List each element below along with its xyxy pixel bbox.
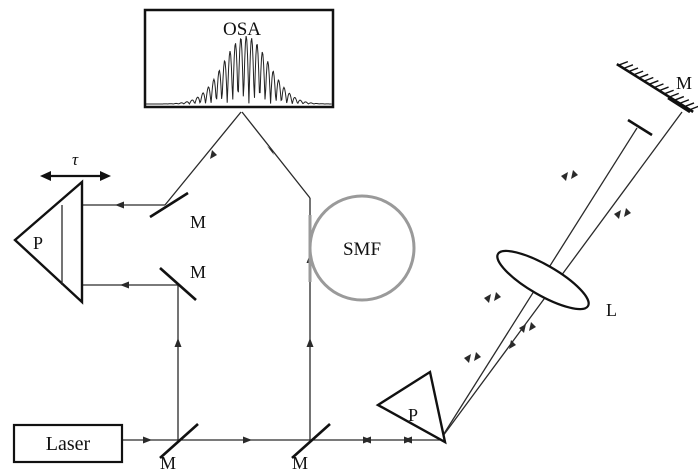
mirrors: M M M M: [149, 191, 331, 473]
arrow-stretcher-2: [561, 172, 568, 181]
arrow-stretcher-11: [509, 340, 516, 349]
mirror-mid-left: [159, 267, 197, 301]
slit-right: [667, 96, 691, 114]
left-prism-group: P τ: [13, 150, 111, 305]
lens-label: L: [606, 300, 617, 320]
bottom-prism-group: P: [375, 370, 447, 445]
beam-to-osa-left: [164, 111, 242, 206]
lens: [496, 249, 590, 311]
left-prism: [13, 179, 84, 305]
arrow-to-osa-right: [267, 146, 274, 155]
arrow-from-prism: [115, 201, 124, 209]
arrow-left-up: [174, 338, 182, 347]
smf-fiber: SMF: [308, 194, 416, 302]
arrow-to-prism: [120, 281, 129, 289]
mirror-bottom-left: [159, 423, 199, 459]
laser-label: Laser: [46, 433, 91, 455]
arrow-mid-up: [306, 338, 314, 347]
arrow-stretcher-7: [529, 322, 536, 331]
tau-label: τ: [72, 150, 79, 169]
arrow-stretcher-1: [571, 170, 578, 179]
osa-instrument: OSA: [143, 8, 335, 109]
arrow-main-2: [243, 436, 252, 444]
top-right-mirror: [616, 60, 698, 113]
mirror-top-right-label: M: [676, 73, 692, 93]
mirror-bottom-mid: [291, 423, 331, 459]
osa-spectrum-trace: [146, 36, 332, 105]
slit-left: [627, 118, 653, 137]
laser-box: [12, 423, 124, 464]
arrow-main-fwd-3: [404, 436, 413, 444]
tau-arrow-left-head: [40, 171, 51, 181]
mirror-mid-left-label: M: [190, 262, 206, 282]
arrow-main-1: [143, 436, 152, 444]
beam-paths: [61, 111, 683, 441]
arrow-stretcher-5: [494, 292, 501, 301]
mirror-bottom-mid-label: M: [292, 453, 308, 473]
bottom-prism: [375, 370, 447, 445]
mirror-upper-left-label: M: [190, 212, 206, 232]
mirror-upper-left: [149, 191, 189, 219]
arrow-main-fwd-2: [363, 436, 372, 444]
arrow-stretcher-3: [624, 208, 631, 217]
osa-label: OSA: [223, 19, 261, 40]
top-right-mirror-group: M: [616, 60, 698, 137]
arrow-stretcher-6: [484, 294, 491, 303]
lens-group: L: [496, 249, 617, 320]
arrow-stretcher-10: [464, 354, 471, 363]
arrow-to-osa-left: [210, 150, 217, 159]
arrow-stretcher-8: [519, 324, 526, 333]
left-prism-label: P: [33, 233, 43, 253]
tau-arrow-right-head: [100, 171, 111, 181]
laser-source: Laser: [12, 423, 124, 464]
arrow-stretcher-9: [474, 352, 481, 361]
smf-label: SMF: [343, 239, 381, 260]
mirror-bottom-left-label: M: [160, 453, 176, 473]
arrow-stretcher-4: [614, 210, 621, 219]
beam-to-osa-right: [241, 111, 311, 199]
bottom-prism-label: P: [408, 405, 418, 425]
beam-arrows: [58, 146, 631, 444]
